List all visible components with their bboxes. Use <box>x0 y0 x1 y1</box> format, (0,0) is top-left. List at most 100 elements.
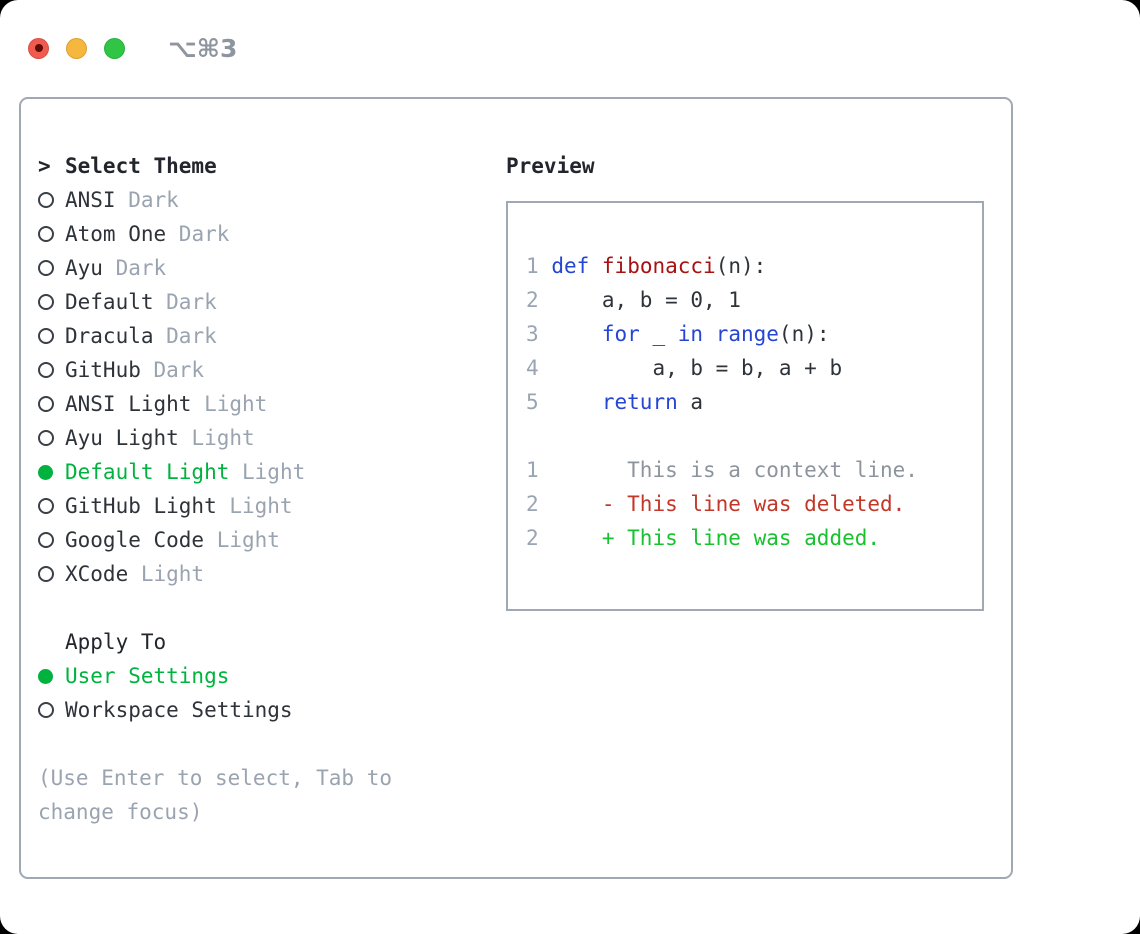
code-segment <box>539 322 602 346</box>
preview-line: 2 + This line was added. <box>526 521 982 555</box>
radio-icon <box>38 328 65 344</box>
radio-unselected-icon <box>38 532 54 548</box>
theme-name: ANSI <box>65 188 116 212</box>
radio-icon <box>38 566 65 582</box>
code-segment: in <box>677 322 704 346</box>
radio-unselected-icon <box>38 430 54 446</box>
theme-option[interactable]: Ayu Light Light <box>38 421 504 455</box>
theme-variant: Dark <box>166 222 230 246</box>
code-segment: range <box>715 322 779 346</box>
radio-icon <box>38 702 65 718</box>
code-segment <box>526 424 539 448</box>
spacer <box>38 727 504 761</box>
theme-variant: Light <box>191 392 268 416</box>
code-segment <box>539 390 602 414</box>
select-theme-header-row: > Select Theme <box>38 149 504 183</box>
spacer <box>38 591 504 625</box>
code-segment: (n): <box>715 254 767 278</box>
radio-selected-icon <box>38 668 53 684</box>
radio-icon <box>38 532 65 548</box>
preview-line <box>526 419 982 453</box>
line-number: 2 <box>526 526 539 550</box>
titlebar: ⌥⌘3 <box>0 0 1140 71</box>
radio-icon <box>38 498 65 514</box>
apply-option[interactable]: User Settings <box>38 659 504 693</box>
theme-name: Ayu <box>65 256 103 280</box>
code-segment: fibonacci <box>601 254 716 278</box>
radio-icon <box>38 430 65 446</box>
theme-option[interactable]: ANSI Light Light <box>38 387 504 421</box>
radio-unselected-icon <box>38 294 54 310</box>
theme-name: Google Code <box>65 528 205 552</box>
theme-name: GitHub Light <box>65 494 217 518</box>
code-segment: return <box>601 390 678 414</box>
minimize-button[interactable] <box>66 37 87 59</box>
theme-option[interactable]: Google Code Light <box>38 523 504 557</box>
theme-variant: Dark <box>153 290 217 314</box>
theme-variant: Light <box>178 426 255 450</box>
traffic-lights <box>28 37 125 59</box>
theme-variant: Dark <box>102 256 167 280</box>
close-button[interactable] <box>28 37 49 59</box>
theme-option[interactable]: ANSI Dark <box>38 183 504 217</box>
theme-option[interactable]: XCode Light <box>38 557 504 591</box>
theme-variant: Dark <box>153 324 217 348</box>
apply-to-header-row: Apply To <box>38 625 504 659</box>
line-number: 2 <box>526 492 539 516</box>
theme-name: XCode <box>65 562 129 586</box>
preview-column: Preview 1 def fibonacci(n):2 a, b = 0, 1… <box>504 99 1011 877</box>
theme-option[interactable]: Dracula Dark <box>38 319 504 353</box>
theme-name: Dracula <box>65 324 154 348</box>
theme-name: Default <box>65 290 154 314</box>
radio-selected-icon <box>38 464 53 480</box>
code-segment <box>589 254 602 278</box>
radio-unselected-icon <box>38 566 54 582</box>
theme-option[interactable]: Ayu Dark <box>38 251 504 285</box>
apply-option[interactable]: Workspace Settings <box>38 693 504 727</box>
line-number: 5 <box>526 390 539 414</box>
radio-icon <box>38 396 65 412</box>
preview-line: 3 for _ in range(n): <box>526 317 982 351</box>
radio-unselected-icon <box>38 362 54 378</box>
theme-name: Default Light <box>65 460 230 484</box>
theme-option[interactable]: Atom One Dark <box>38 217 504 251</box>
theme-name: Atom One <box>65 222 167 246</box>
code-segment: def <box>551 254 590 278</box>
preview-line: 2 a, b = 0, 1 <box>526 283 982 317</box>
cursor-icon: > <box>38 154 51 178</box>
theme-name: GitHub <box>65 358 141 382</box>
line-number: 2 <box>526 288 539 312</box>
preview-line: 2 - This line was deleted. <box>526 487 982 521</box>
line-number: 1 <box>526 458 539 482</box>
theme-name: Ayu Light <box>65 426 179 450</box>
radio-icon <box>38 226 65 242</box>
apply-option-label: Workspace Settings <box>65 698 293 722</box>
theme-option[interactable]: GitHub Light Light <box>38 489 504 523</box>
help-text: (Use Enter to select, Tab to change focu… <box>38 766 393 824</box>
theme-option[interactable]: Default Light Light <box>38 455 504 489</box>
radio-icon <box>38 192 65 208</box>
theme-variant: Dark <box>115 188 179 212</box>
code-segment: a <box>677 390 704 414</box>
zoom-button[interactable] <box>104 37 125 59</box>
theme-variant: Light <box>128 562 205 586</box>
theme-variant: Dark <box>140 358 205 382</box>
theme-option[interactable]: GitHub Dark <box>38 353 504 387</box>
radio-unselected-icon <box>38 328 54 344</box>
theme-option[interactable]: Default Dark <box>38 285 504 319</box>
radio-unselected-icon <box>38 226 54 242</box>
line-number: 4 <box>526 356 539 380</box>
theme-variant: Light <box>229 460 306 484</box>
line-number: 3 <box>526 322 539 346</box>
preview-line: 5 return a <box>526 385 982 419</box>
preview-line: 1 def fibonacci(n): <box>526 249 982 283</box>
radio-icon <box>38 362 65 378</box>
radio-icon <box>38 294 65 310</box>
radio-icon <box>38 464 65 480</box>
radio-icon <box>38 260 65 276</box>
code-segment: + This line was added. <box>538 526 881 550</box>
